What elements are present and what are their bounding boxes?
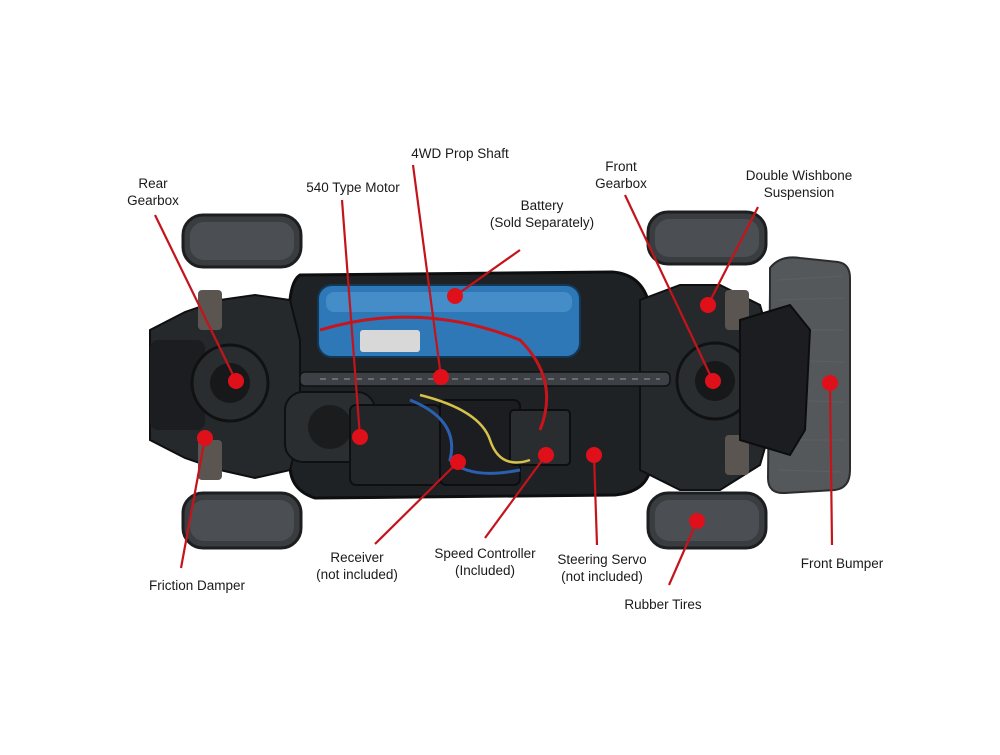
dot-speed-controller <box>538 447 554 463</box>
label-receiver: Receiver (not included) <box>302 549 412 583</box>
dot-prop-shaft <box>433 369 449 385</box>
label-friction-damper-text: Friction Damper <box>148 578 246 593</box>
label-double-wishbone: Double Wishbone Suspension <box>736 167 862 201</box>
label-rear-gearbox-line2: Gearbox <box>127 193 179 208</box>
label-friction-damper: Friction Damper <box>138 577 256 594</box>
label-receiver-line2: (not included) <box>316 567 398 582</box>
dot-receiver <box>450 454 466 470</box>
label-receiver-line1: Receiver <box>330 550 384 565</box>
label-speed-controller: Speed Controller (Included) <box>422 545 548 579</box>
rear-suspension <box>149 290 301 480</box>
label-rubber-tires-text: Rubber Tires <box>624 597 702 612</box>
label-battery-line2: (Sold Separately) <box>489 215 595 230</box>
label-steering-servo-line1: Steering Servo <box>557 552 647 567</box>
label-rear-gearbox: Rear Gearbox <box>120 175 186 209</box>
dot-friction-damper <box>197 430 213 446</box>
receiver-box <box>349 404 441 486</box>
line-motor <box>340 199 362 438</box>
line-rubber-tires <box>667 520 699 586</box>
line-friction-damper <box>179 437 207 569</box>
prop-shaft <box>299 371 671 387</box>
label-front-gearbox-line2: Gearbox <box>595 176 647 191</box>
line-rear-gearbox <box>154 214 237 382</box>
label-battery-line1: Battery <box>520 198 564 213</box>
tires <box>181 210 768 550</box>
label-steering-servo: Steering Servo (not included) <box>548 551 656 585</box>
line-battery <box>454 249 521 297</box>
label-double-wishbone-line2: Suspension <box>763 185 835 200</box>
callout-dots <box>197 288 838 529</box>
dot-front-bumper <box>822 375 838 391</box>
front-suspension <box>639 284 812 491</box>
label-rear-gearbox-line1: Rear <box>138 176 168 191</box>
dot-front-gearbox <box>705 373 721 389</box>
dot-steering-servo <box>586 447 602 463</box>
dot-double-wishbone <box>700 297 716 313</box>
label-double-wishbone-line1: Double Wishbone <box>745 168 853 183</box>
label-prop-shaft-text: 4WD Prop Shaft <box>411 146 509 161</box>
label-steering-servo-line2: (not included) <box>561 569 643 584</box>
label-speed-controller-line1: Speed Controller <box>434 546 536 561</box>
label-motor: 540 Type Motor <box>298 179 408 196</box>
line-speed-controller <box>484 454 547 539</box>
label-front-bumper: Front Bumper <box>790 555 894 572</box>
line-steering-servo <box>592 454 599 546</box>
line-double-wishbone <box>707 206 759 306</box>
label-prop-shaft: 4WD Prop Shaft <box>400 145 520 162</box>
callout-lines <box>154 164 834 586</box>
label-speed-controller-line2: (Included) <box>454 563 516 578</box>
label-rubber-tires: Rubber Tires <box>614 596 712 613</box>
dot-battery <box>447 288 463 304</box>
line-prop-shaft <box>411 164 443 378</box>
dot-motor <box>352 429 368 445</box>
label-front-gearbox-line1: Front <box>605 159 637 174</box>
line-front-gearbox <box>624 194 714 382</box>
label-motor-text: 540 Type Motor <box>306 180 400 195</box>
label-front-gearbox: Front Gearbox <box>588 158 654 192</box>
label-battery: Battery (Sold Separately) <box>480 197 604 231</box>
dot-rear-gearbox <box>228 373 244 389</box>
label-front-bumper-text: Front Bumper <box>800 556 884 571</box>
line-front-bumper <box>828 382 834 546</box>
line-receiver <box>374 461 459 545</box>
dot-rubber-tires <box>689 513 705 529</box>
